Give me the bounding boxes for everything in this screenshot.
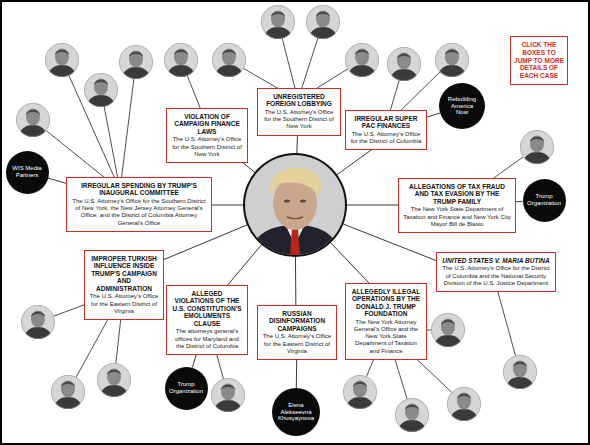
case-agency: The attorneys general's offices for Mary…	[171, 328, 243, 350]
portrait	[45, 43, 79, 77]
portrait	[395, 398, 429, 432]
portrait	[212, 43, 246, 77]
entity-name: Trump Organization	[169, 381, 203, 395]
case-agency: The U.S. Attorney's Office for the Easte…	[262, 333, 332, 355]
case-box: RUSSIAN DISINFORMATION CAMPAIGNSThe U.S.…	[257, 305, 337, 360]
case-box: ALLEGATIONS OF TAX FRAUD AND TAX EVASION…	[398, 178, 516, 233]
portrait	[16, 103, 50, 137]
case-title: ALLEGATIONS OF TAX FRAUD AND TAX EVASION…	[403, 183, 511, 205]
portrait	[503, 355, 537, 389]
case-box: IRREGULAR SPENDING BY TRUMP'S INAUGURAL …	[66, 177, 212, 232]
connector-line	[296, 360, 297, 388]
case-box: VIOLATION OF CAMPAIGN FINANCE LAWSThe U.…	[166, 108, 248, 163]
portrait	[435, 43, 469, 77]
portrait	[211, 378, 245, 412]
portrait-hair	[270, 168, 322, 197]
central-portrait	[243, 153, 347, 257]
entity-name: Trump Organization	[527, 193, 561, 207]
entity-circle: WIS Media Partners	[6, 151, 49, 194]
portrait	[345, 43, 379, 77]
case-box: ALLEGEDLY ILLEGAL OPERATIONS BY THE DONA…	[345, 283, 427, 360]
entity-name: Elena Alekseevna Khusyaynova	[278, 402, 314, 423]
case-title: UNITED STATES V. MARIA BUTINA	[441, 257, 551, 264]
case-agency: The U.S. Attorney's Office for the South…	[171, 136, 243, 158]
case-box: IMPROPER TURKISH INFLUENCE INSIDE TRUMP'…	[84, 250, 164, 320]
case-agency: The U.S. Attorney's Office for the South…	[71, 198, 207, 227]
portrait	[447, 387, 481, 421]
portrait-tie	[290, 228, 300, 255]
case-title: ALLEGED VIOLATIONS OF THE U.S. CONSTITUT…	[171, 290, 243, 327]
portrait	[51, 375, 85, 409]
entity-name: WIS Media Partners	[10, 165, 44, 179]
portrait-mouth	[287, 217, 303, 219]
entity-name: Rebuilding America Now	[445, 96, 479, 117]
entity-circle: Elena Alekseevna Khusyaynova	[272, 388, 320, 436]
entity-circle: Trump Organization	[165, 367, 208, 410]
portrait	[84, 73, 118, 107]
portrait	[431, 313, 465, 347]
portrait-eye	[284, 199, 290, 202]
case-agency: The U.S. Attorney's Office for the South…	[262, 109, 336, 131]
case-title: IRREGULAR SPENDING BY TRUMP'S INAUGURAL …	[71, 182, 207, 197]
case-title: IRREGULAR SUPER PAC FINANCES	[350, 115, 422, 130]
portrait-ring	[243, 153, 347, 257]
portrait	[306, 5, 340, 39]
entity-circle: Trump Organization	[523, 179, 566, 222]
leader-line	[62, 60, 120, 190]
notice-text: CLICK THE BOXES TO JUMP TO MORE DETAILS …	[514, 41, 564, 80]
case-title: VIOLATION OF CAMPAIGN FINANCE LAWS	[171, 113, 243, 135]
portrait	[343, 375, 377, 409]
connector-line	[192, 355, 196, 368]
case-agency: The U.S. Attorney's Office for the Distr…	[350, 131, 422, 145]
case-box: IRREGULAR SUPER PAC FINANCESThe U.S. Att…	[345, 110, 427, 150]
portrait	[261, 5, 295, 39]
case-agency: The U.S. Attorney's Office for the Easte…	[89, 293, 159, 315]
case-box: UNREGISTERED FOREIGN LOBBYINGThe U.S. At…	[257, 88, 341, 136]
portrait	[164, 43, 198, 77]
case-title: RUSSIAN DISINFORMATION CAMPAIGNS	[262, 310, 332, 332]
case-box: ALLEGED VIOLATIONS OF THE U.S. CONSTITUT…	[166, 285, 248, 355]
portrait	[119, 45, 153, 79]
case-title: ALLEGEDLY ILLEGAL OPERATIONS BY THE DONA…	[350, 288, 422, 318]
portrait	[520, 130, 554, 164]
connector-line	[516, 201, 523, 202]
portrait	[21, 305, 55, 339]
portrait-eye	[300, 199, 306, 202]
leader-lines	[33, 22, 537, 415]
case-agency: The New York State Department of Taxatio…	[403, 206, 511, 228]
case-title: UNREGISTERED FOREIGN LOBBYING	[262, 93, 336, 108]
portraits	[16, 5, 554, 432]
portrait	[387, 47, 421, 81]
case-agency: The U.S. Attorney's Office for the Distr…	[441, 265, 551, 287]
case-box: UNITED STATES V. MARIA BUTINAThe U.S. At…	[436, 252, 556, 292]
connector-line	[48, 178, 66, 183]
notice-box: CLICK THE BOXES TO JUMP TO MORE DETAILS …	[510, 36, 568, 85]
connector-line	[427, 113, 440, 117]
leader-line	[120, 62, 136, 190]
portrait	[97, 363, 131, 397]
case-agency: The New York Attorney General's Office a…	[350, 319, 422, 355]
case-title: IMPROPER TURKISH INFLUENCE INSIDE TRUMP'…	[89, 255, 159, 292]
entity-circle: Rebuilding America Now	[439, 83, 485, 129]
